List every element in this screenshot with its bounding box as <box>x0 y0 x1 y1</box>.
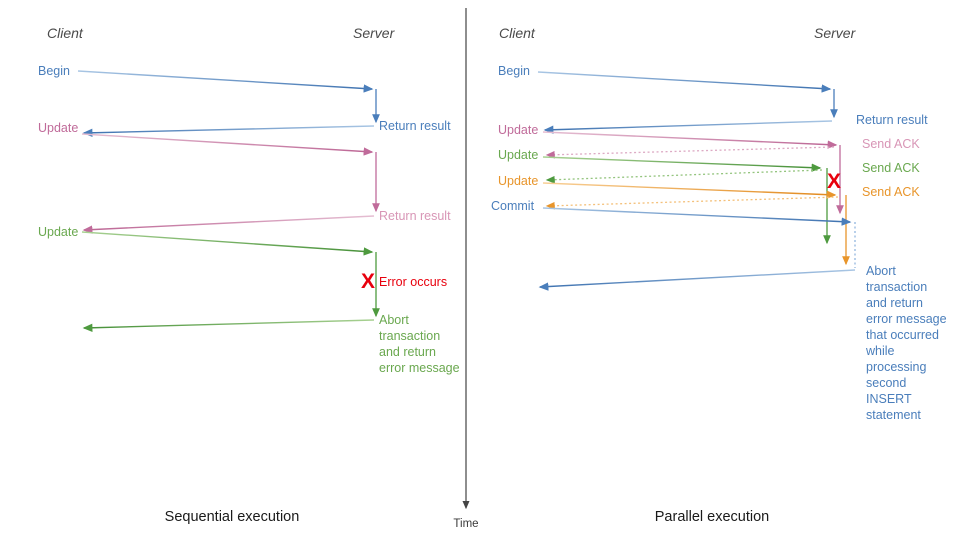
par-abort-line-9: INSERT <box>866 392 912 406</box>
error-x-icon: X <box>361 270 375 293</box>
message-label-seq-begin: Begin <box>38 64 70 78</box>
message-seq-return-1: Return result <box>82 119 451 137</box>
seq-abort-text-block: Abort transaction and return error messa… <box>379 313 460 375</box>
message-label-seq-update-2: Update <box>38 225 78 239</box>
par-abort-text-block: Abort transaction and return error messa… <box>865 264 947 422</box>
par-abort-line-1: Abort <box>866 264 896 278</box>
message-par-ack-2: Send ACK <box>545 161 920 184</box>
message-label-seq-return-2: Return result <box>379 209 451 223</box>
message-par-ack-3: Send ACK <box>545 185 920 210</box>
panel-sequential: Client Server Begin Return result Update <box>38 25 460 525</box>
message-seq-abort: Abort transaction and return error messa… <box>82 313 460 375</box>
message-seq-update-2: Update <box>38 225 374 256</box>
message-label-seq-return-1: Return result <box>379 119 451 133</box>
par-abort-line-5: that occurred <box>866 328 939 342</box>
parallel-server-lane-label: Server <box>814 25 857 41</box>
message-label-par-return-result: Return result <box>856 113 928 127</box>
message-par-begin: Begin <box>498 64 832 93</box>
message-label-par-update-2: Update <box>498 148 538 162</box>
par-abort-line-7: processing <box>866 360 926 374</box>
panel-parallel: Client Server Begin Return result Update <box>491 25 947 525</box>
time-axis-label: Time <box>453 518 478 530</box>
message-label-par-ack-1: Send ACK <box>862 137 920 151</box>
message-par-update-2: Update <box>498 148 822 172</box>
par-abort-line-3: and return <box>866 296 923 310</box>
seq-abort-line-4: error message <box>379 361 460 375</box>
message-label-par-begin: Begin <box>498 64 530 78</box>
par-abort-line-10: statement <box>866 408 921 422</box>
message-par-update-3: Update <box>498 174 837 199</box>
seq-abort-line-1: Abort <box>379 313 409 327</box>
parallel-client-lane-label: Client <box>499 25 536 41</box>
message-par-return-result: Return result <box>543 113 928 134</box>
seq-abort-line-2: transaction <box>379 329 440 343</box>
message-label-par-commit: Commit <box>491 199 535 213</box>
time-axis: Time <box>453 8 479 530</box>
error-marker-sequential: X Error occurs <box>361 270 447 293</box>
seq-abort-line-3: and return <box>379 345 436 359</box>
sequential-server-lane-label: Server <box>353 25 396 41</box>
par-abort-line-8: second <box>866 376 906 390</box>
message-label-par-ack-2: Send ACK <box>862 161 920 175</box>
error-marker-parallel: X <box>827 170 841 193</box>
error-label-sequential: Error occurs <box>379 275 447 289</box>
message-seq-return-2: Return result <box>82 209 451 234</box>
message-par-update-1: Update <box>498 123 838 149</box>
message-label-par-ack-3: Send ACK <box>862 185 920 199</box>
message-label-par-update-3: Update <box>498 174 538 188</box>
parallel-panel-caption: Parallel execution <box>655 509 769 525</box>
message-par-ack-1: Send ACK <box>545 137 920 159</box>
sequential-panel-caption: Sequential execution <box>165 509 300 525</box>
message-seq-begin: Begin <box>38 64 374 93</box>
par-abort-line-6: while <box>865 344 895 358</box>
message-par-commit: Commit <box>491 199 852 226</box>
sequential-client-lane-label: Client <box>47 25 84 41</box>
message-par-abort: Abort transaction and return error messa… <box>538 264 947 422</box>
par-abort-line-4: error message <box>866 312 947 326</box>
message-seq-update-1: Update <box>38 121 374 156</box>
message-label-par-update-1: Update <box>498 123 538 137</box>
message-label-seq-update-1: Update <box>38 121 78 135</box>
error-x-icon-parallel: X <box>827 170 841 193</box>
par-abort-line-2: transaction <box>866 280 927 294</box>
